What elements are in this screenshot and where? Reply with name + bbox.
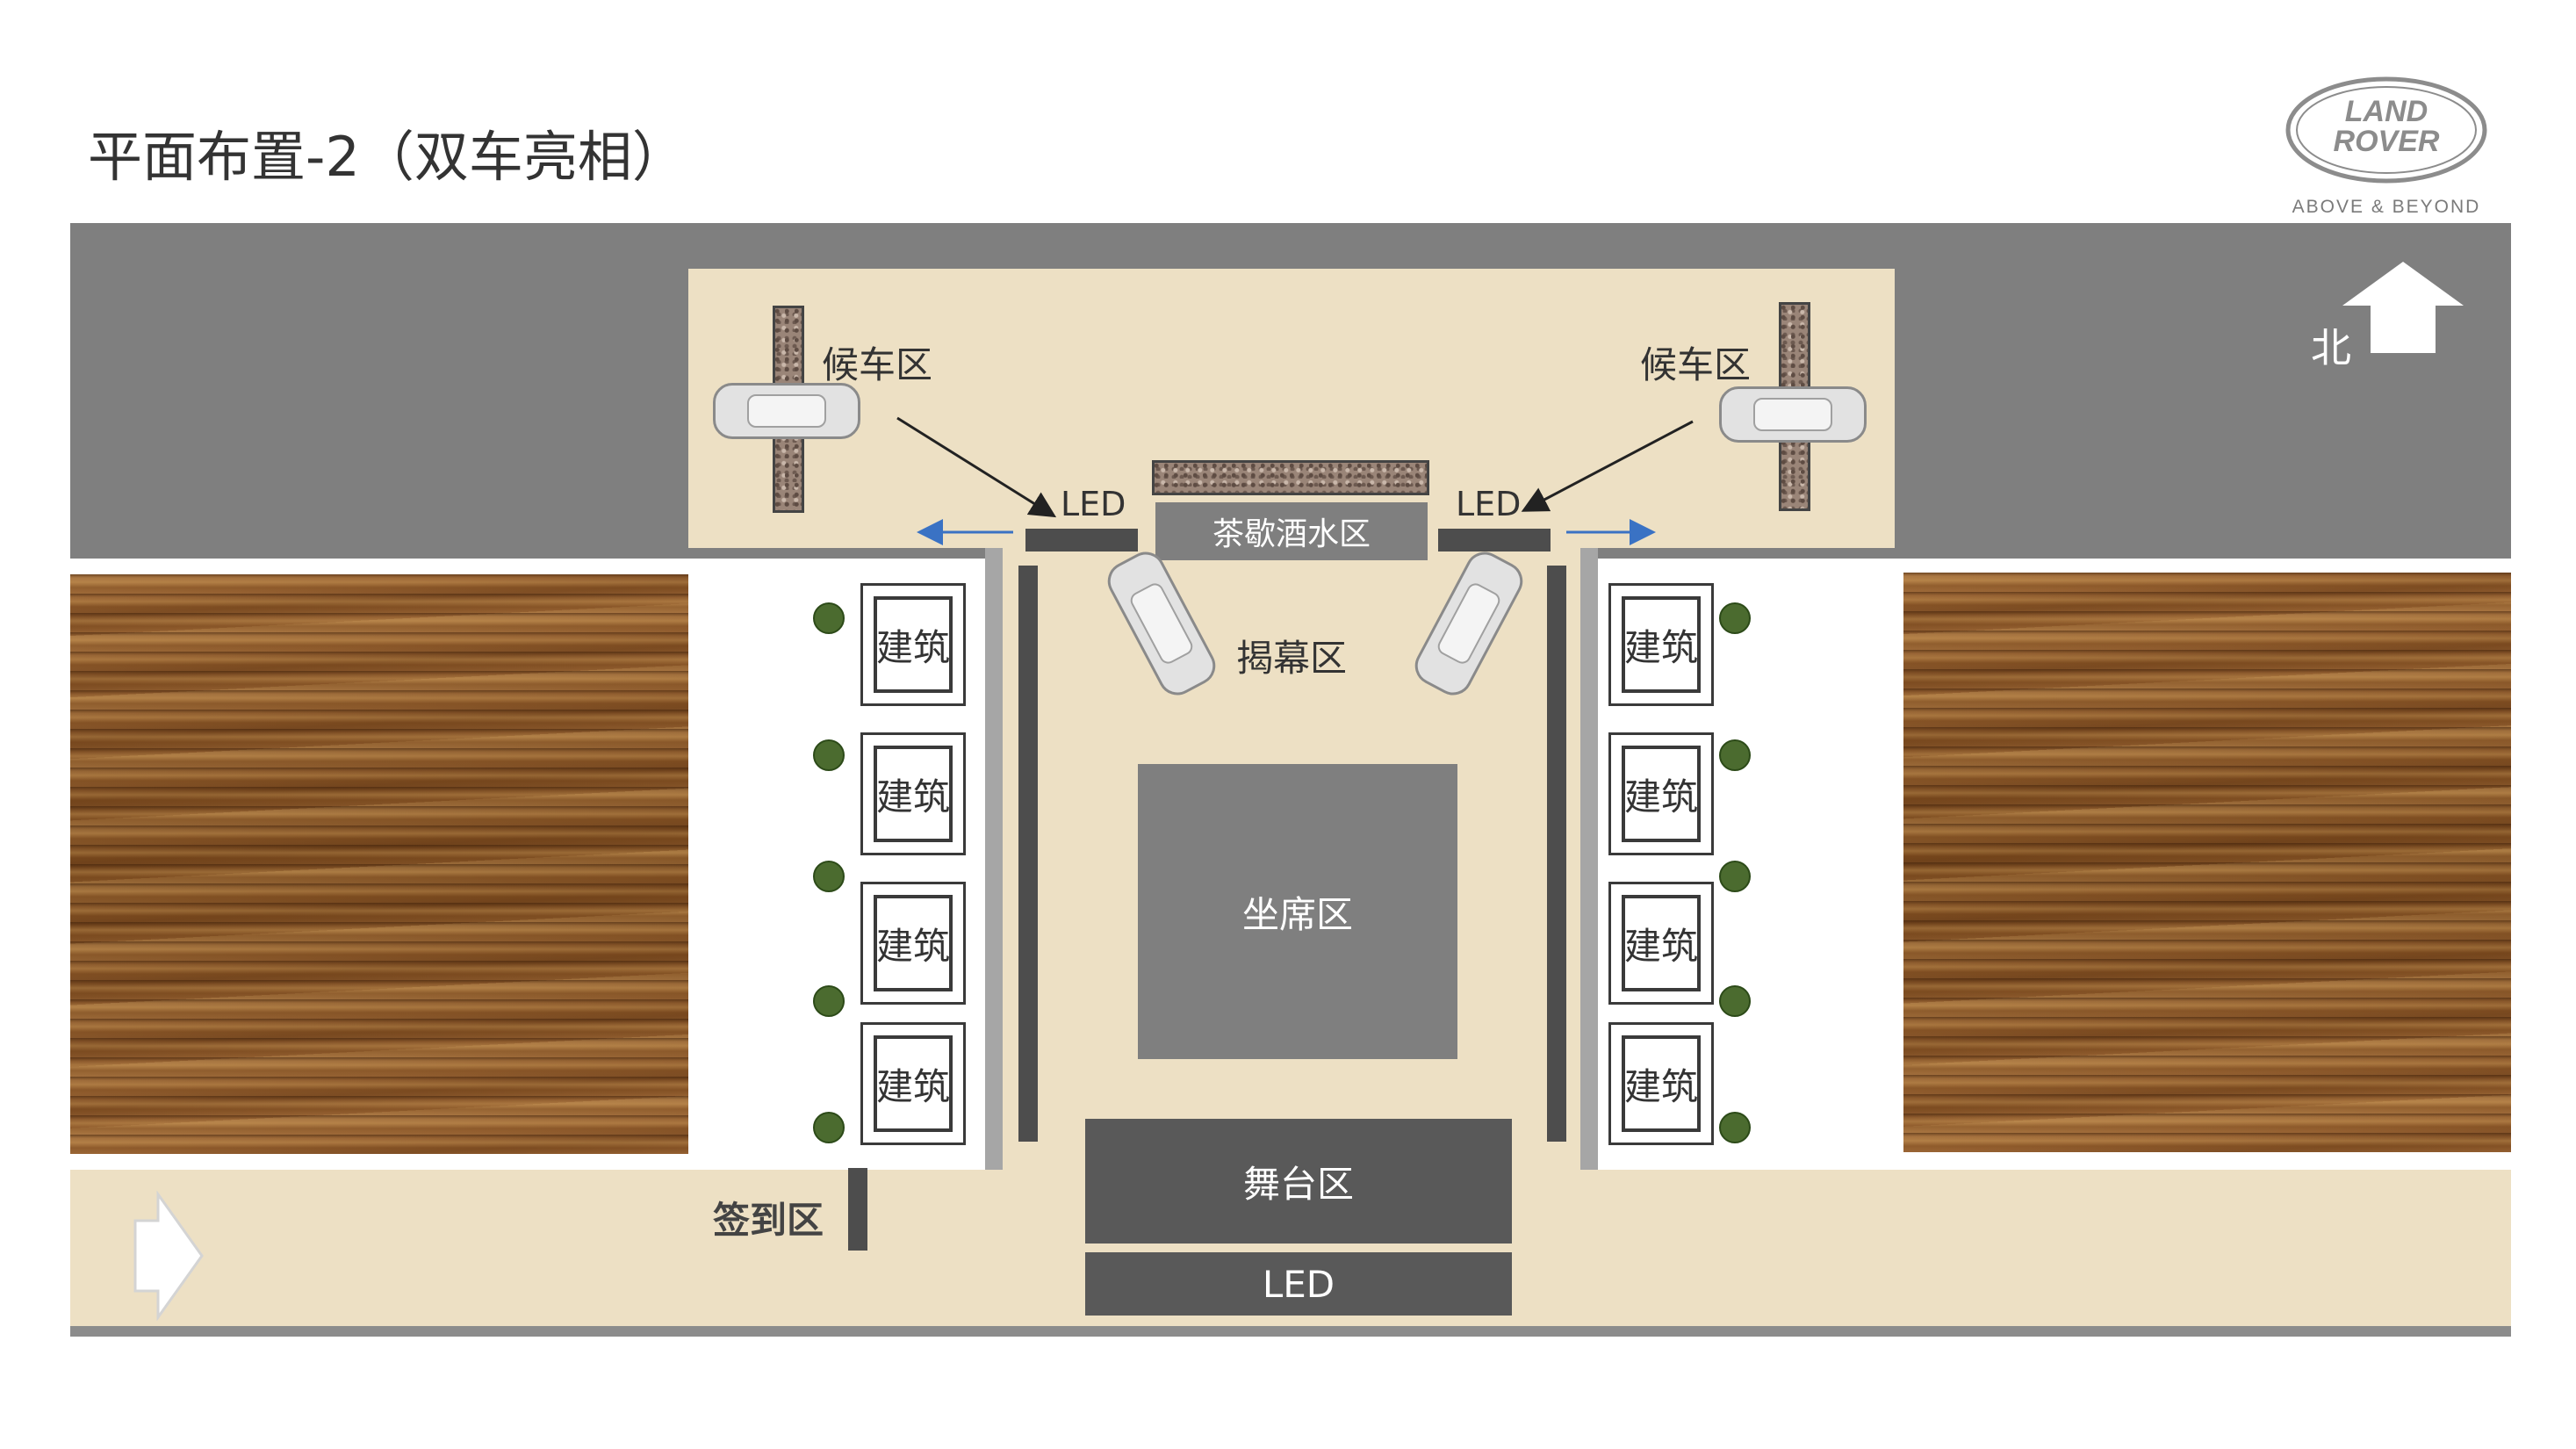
led-screen-left <box>1025 529 1138 551</box>
tree-icon <box>813 985 845 1017</box>
led-screen-right <box>1438 529 1551 551</box>
tree-icon <box>1719 602 1751 634</box>
page-title: 平面布置-2（双车亮相） <box>88 125 687 189</box>
corridor-border-left <box>985 548 1003 1173</box>
seating-zone-label: 坐席区 <box>1241 892 1353 936</box>
car-icon-waiting-right <box>1719 386 1867 443</box>
building-label: 建筑 <box>1622 746 1701 842</box>
building-label: 建筑 <box>1622 895 1701 991</box>
plaza-upper <box>688 269 1895 548</box>
building-left-3: 建筑 <box>860 882 966 1005</box>
building-label: 建筑 <box>874 596 953 693</box>
land-rover-oval-icon <box>2285 76 2487 184</box>
tree-icon <box>1719 1112 1751 1143</box>
led-left-label: LED <box>1061 485 1126 523</box>
building-label: 建筑 <box>874 895 953 991</box>
logo-tagline: ABOVE & BEYOND <box>2292 197 2481 217</box>
checkin-zone-label: 签到区 <box>713 1199 824 1242</box>
waiting-zone-right-label: 候车区 <box>1640 343 1752 386</box>
building-right-3: 建筑 <box>1608 882 1714 1005</box>
corridor-border-right <box>1580 548 1598 1173</box>
building-left-2: 建筑 <box>860 732 966 855</box>
building-left-4: 建筑 <box>860 1022 966 1145</box>
logo-line1: LAND <box>2344 95 2428 128</box>
tree-icon <box>1719 861 1751 892</box>
building-label: 建筑 <box>874 1035 953 1132</box>
side-wall-right <box>1547 566 1566 1142</box>
tree-icon <box>1719 739 1751 771</box>
tree-icon <box>813 861 845 892</box>
building-left-1: 建筑 <box>860 583 966 706</box>
entrance-arrow-icon <box>133 1191 204 1321</box>
tree-icon <box>813 739 845 771</box>
building-right-4: 建筑 <box>1608 1022 1714 1145</box>
unveiling-zone-label: 揭幕区 <box>1236 637 1348 680</box>
building-label: 建筑 <box>1622 1035 1701 1132</box>
logo-line2: ROVER <box>2333 125 2440 158</box>
entrance-band-edge <box>70 1326 2511 1337</box>
brand-logo: LAND ROVER ABOVE & BEYOND <box>2281 72 2492 221</box>
led-bottom-label: LED <box>1262 1262 1335 1306</box>
stage-zone-label: 舞台区 <box>1242 1162 1354 1206</box>
stage-zone: 舞台区 <box>1085 1119 1512 1244</box>
tree-icon <box>1719 985 1751 1017</box>
pointer-line-left <box>896 416 1057 518</box>
seating-zone: 坐席区 <box>1138 764 1457 1059</box>
north-arrow-icon <box>2342 262 2464 353</box>
tree-icon <box>813 1112 845 1143</box>
granite-bar <box>1152 460 1429 495</box>
checkin-desk <box>848 1168 867 1251</box>
tree-icon <box>813 602 845 634</box>
tea-bar-zone: 茶歇酒水区 <box>1155 502 1428 560</box>
compass-label: 北 <box>2311 324 2351 371</box>
building-right-2: 建筑 <box>1608 732 1714 855</box>
led-screen-bottom: LED <box>1085 1252 1512 1316</box>
tea-bar-label: 茶歇酒水区 <box>1212 516 1371 552</box>
wood-panel-right <box>1903 573 2511 1152</box>
building-label: 建筑 <box>874 746 953 842</box>
building-label: 建筑 <box>1622 596 1701 693</box>
led-right-label: LED <box>1456 485 1522 523</box>
waiting-zone-left-label: 候车区 <box>822 343 933 386</box>
car-icon-waiting-left <box>713 383 860 439</box>
wood-panel-left <box>70 574 688 1154</box>
pointer-line-right <box>1521 420 1694 512</box>
building-right-1: 建筑 <box>1608 583 1714 706</box>
side-wall-left <box>1018 566 1038 1142</box>
